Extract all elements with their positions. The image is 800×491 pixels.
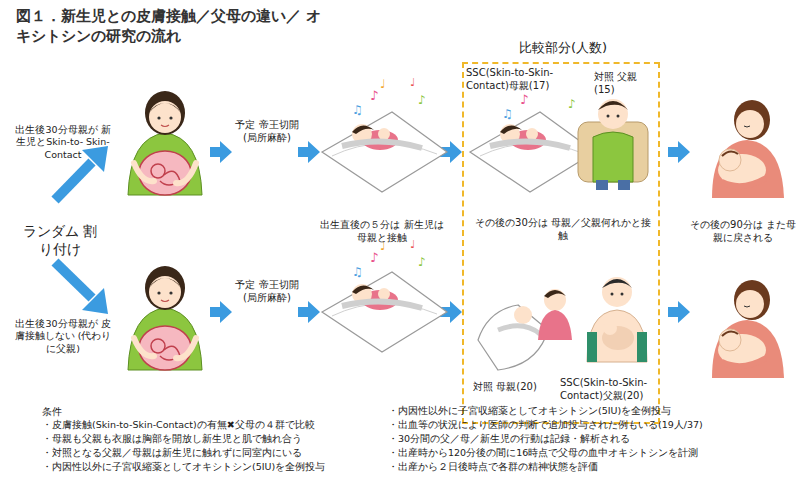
flow-arrow (668, 301, 690, 323)
flow-arrow (210, 141, 232, 163)
music-notes (352, 76, 426, 117)
phase-note: その後の90分は また母親に戻される (690, 218, 796, 244)
group-label: 対照 父親(15) (594, 70, 656, 96)
condition-item: ・出産から２日後時点で各群の精神状態を評価 (388, 461, 793, 473)
group-condition: 出生後30分母親が 皮膚接触しない (代わりに父親) (14, 318, 112, 355)
group-condition: 出生後30分母親が 新生児とSkin-to- Skin-Contact (14, 124, 112, 161)
condition-item: ・30分間の父／母／新生児の行動は記録・解析される (388, 433, 793, 445)
condition-item: ・母親も父親も衣服は胸部を開放し新生児と肌で触れ合う (42, 433, 382, 445)
flow-arrow (668, 141, 690, 163)
randomization-label: ランダム 割り付け (20, 222, 100, 258)
condition-item: ・出血等の状況により医師の判断で追加投与された例もいる(19人/37) (388, 419, 793, 431)
flow-arrow (298, 301, 320, 323)
nursing-mother (712, 280, 784, 378)
baby-alone (478, 305, 548, 370)
phase-note: その後の30分は 母親／父親何れかと接触 (474, 216, 652, 242)
conditions-heading: 条件 (42, 405, 102, 418)
control-father (578, 99, 648, 190)
music-notes (352, 238, 426, 279)
condition-item: ・出産時から120分後の間に16時点で父母の血中オキシトシンを計測 (388, 447, 793, 459)
phase-note: 出生直後の５分は 新生児は母親と接触 (318, 218, 446, 244)
group-label: 対照 母親(20) (470, 380, 540, 393)
procedure-label: 予定 帝王切開 (局所麻酔) (232, 278, 302, 304)
region-heading: 比較部分(人数) (464, 40, 662, 57)
condition-item: ・対照となる父親／母親は新生児に触れずに同室内にいる (42, 447, 382, 459)
figure-title: 図１．新生児との皮膚接触／父母の違い／ オキシトシンの研究の流れ (16, 6, 336, 47)
control-mother (538, 289, 572, 340)
condition-item: ・内因性以外に子宮収縮薬としてオキシトシン(5IU)を全例投与 (388, 405, 793, 417)
pregnant-mother (128, 266, 202, 370)
condition-item: ・皮膚接触(Skin-to-Skin-Contact)の有無✖父母の４群で比較 (42, 419, 382, 431)
ssc-mother (470, 112, 595, 192)
procedure-label: 予定 帝王切開 (局所麻酔) (232, 118, 302, 144)
flow-arrow (210, 301, 232, 323)
comparison-region: 比較部分(人数)その後の30分は 母親／父親何れかと接触 (462, 62, 660, 424)
mother-baby-bed (322, 272, 447, 352)
group-label: SSC(Skin-to-Skin- Contact)母親(17) (466, 66, 586, 92)
condition-item: ・内因性以外に子宮収縮薬としてオキシトシン(5IU)を全例投与 (42, 461, 382, 473)
nursing-mother (712, 100, 784, 198)
mother-baby-bed (322, 112, 447, 192)
ssc-father (587, 277, 647, 362)
group-label: SSC(Skin-to-Skin- Contact)父親(20) (560, 376, 658, 402)
flow-arrow (298, 141, 320, 163)
pregnant-mother (128, 91, 202, 195)
